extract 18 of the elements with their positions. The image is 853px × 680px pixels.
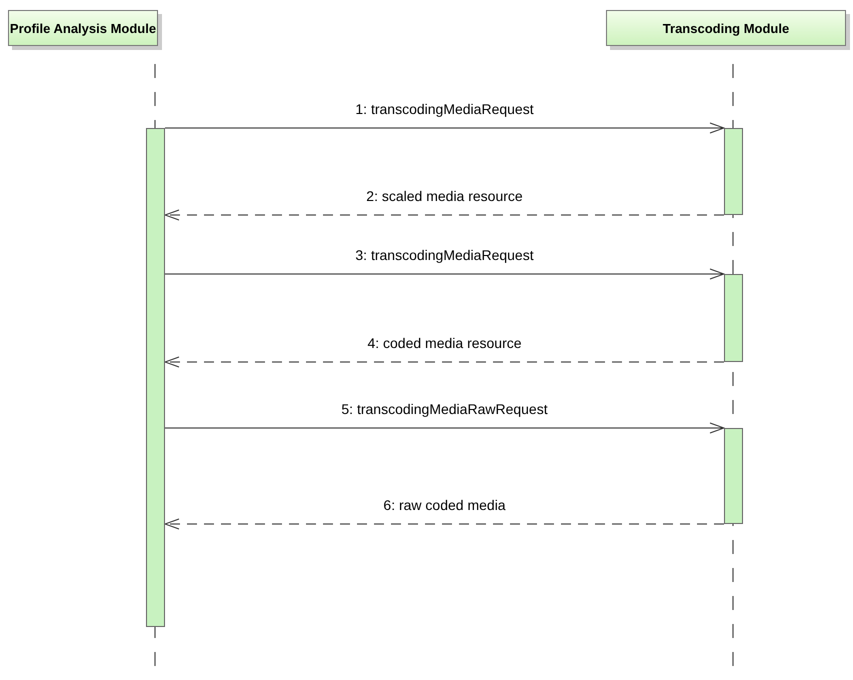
message-arrow [164,422,724,434]
lifeline-name: Transcoding Module [662,20,790,36]
activation-bar [724,428,743,524]
message-label: 3: transcodingMediaRequest [353,247,536,263]
activation-bar [146,128,165,627]
return-message-arrow [164,210,724,220]
message-label: 4: coded media resource [365,335,524,351]
lifeline-name: Profile Analysis Module [10,20,156,36]
message-label: 6: raw coded media [381,497,508,513]
activation-bar [724,274,743,362]
return-message-arrow [164,518,724,530]
activation-bar [724,128,743,215]
message-arrow [164,122,724,134]
message-label: 5: transcodingMediaRawRequest [339,401,550,417]
message-label: 1: transcodingMediaRequest [353,101,536,117]
message-label: 2: scaled media resource [364,188,525,204]
message-arrow [164,268,724,280]
return-message-arrow [164,356,724,368]
